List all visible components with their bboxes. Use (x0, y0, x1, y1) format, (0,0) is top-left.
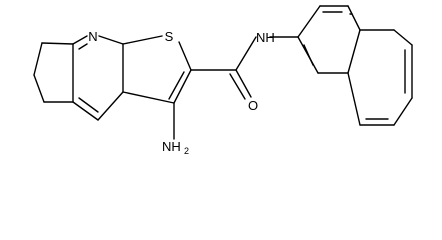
amino-nh-label: NH (162, 139, 181, 154)
amino-subscript-label: 2 (184, 146, 189, 156)
amide-nh-label: NH (256, 30, 275, 45)
pyridine-ring (72, 35, 124, 121)
molecule-drawing: N S NH O NH 2 (33, 5, 413, 156)
naphthalene-ring-a (297, 5, 361, 74)
cyclopentane-ring (33, 42, 74, 103)
carbonyl-oxygen-label: O (248, 98, 258, 113)
naphthalene-ring-b (347, 29, 413, 126)
carboxamide-group (190, 36, 299, 100)
thiophene-ring (122, 35, 192, 104)
chemical-structure-canvas: N S NH O NH 2 (33, 5, 413, 156)
pyridine-nitrogen-label: N (88, 29, 97, 44)
thiophene-sulfur-label: S (165, 29, 174, 44)
